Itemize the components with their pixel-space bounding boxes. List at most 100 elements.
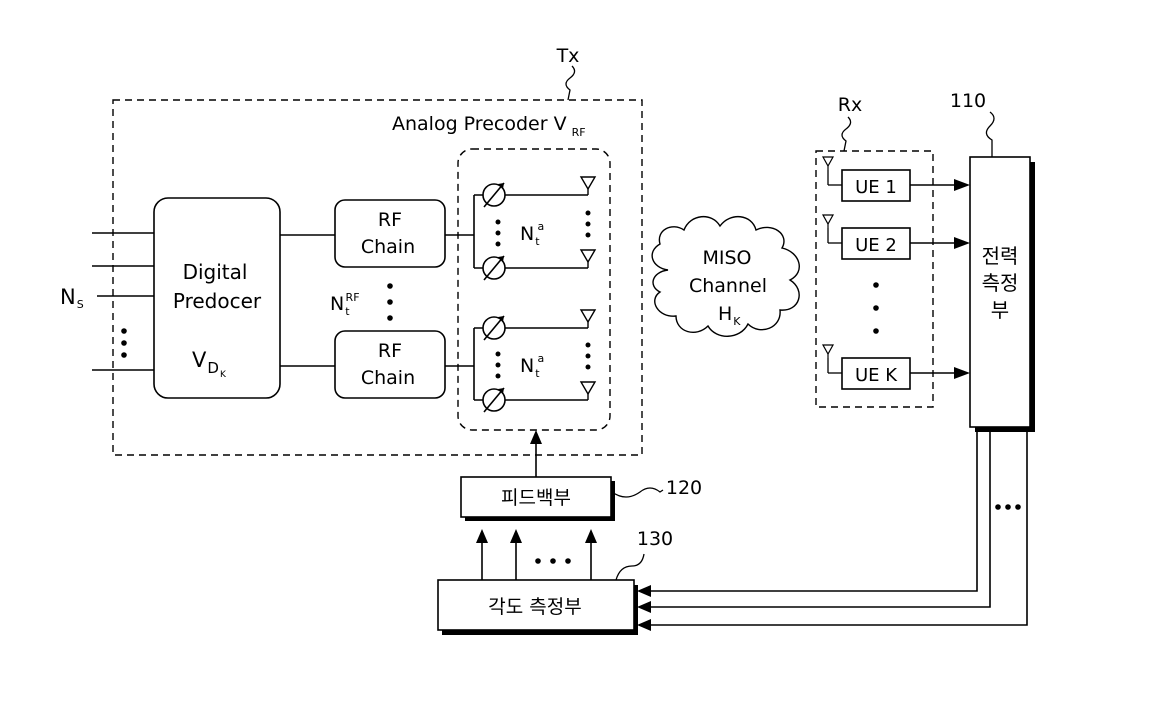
arrow-head	[954, 179, 970, 191]
antenna-icon	[822, 156, 834, 171]
digital-precoder-block: Digital Predocer VDK	[153, 197, 281, 399]
ellipsis-dot	[121, 352, 127, 358]
ellipsis-dot	[873, 282, 879, 288]
phase-shifter-enclosure	[457, 148, 611, 431]
ue-to-power-arrows	[910, 179, 970, 379]
return-line	[651, 432, 1028, 626]
phase-shifter-icon	[482, 182, 506, 208]
miso-label: MISO	[702, 247, 751, 269]
ns-inputs: NS	[60, 232, 154, 371]
ellipsis-dot	[121, 328, 127, 334]
arrow-head	[585, 529, 597, 543]
feedback-unit: 피드백부 120	[460, 430, 702, 521]
rf-chain-box	[334, 330, 446, 399]
digital-precoder-box	[153, 197, 281, 399]
power-unit-line2: 측정	[982, 271, 1019, 295]
angle-box	[437, 579, 635, 631]
ellipsis-dot	[535, 558, 541, 564]
rx-section: Rx UE 1 UE 2 UE K	[815, 94, 934, 408]
ref-110-leader	[985, 111, 995, 157]
angle-measurement-unit: 각도 측정부 130	[437, 528, 673, 635]
arrow-head	[637, 619, 651, 631]
ue1-label: UE 1	[855, 177, 897, 198]
arrow-head	[530, 430, 542, 444]
antenna-icon	[822, 214, 834, 229]
phase-shifter-icon	[482, 255, 506, 281]
nt-a-label: Nta	[520, 352, 544, 380]
return-line	[651, 427, 991, 608]
ellipsis-dot	[585, 232, 591, 238]
power-to-angle-lines	[637, 427, 1028, 631]
ellipsis-dot	[495, 373, 501, 379]
power-measurement-unit: 110 전력 측정 부	[950, 90, 1035, 432]
rf-chain-label-1: RF	[378, 209, 402, 231]
channel-label: Channel	[689, 275, 767, 297]
power-unit-line1: 전력	[982, 244, 1019, 268]
ref-130: 130	[637, 528, 673, 550]
rf-chain-box	[334, 199, 446, 268]
angle-to-feedback-arrows	[476, 529, 597, 580]
vdk-label: VDK	[192, 348, 227, 380]
antenna-icon	[580, 176, 596, 196]
ellipsis-dot	[585, 342, 591, 348]
ref-130-leader	[615, 553, 645, 581]
ellipsis-dot	[387, 283, 393, 289]
ref-120-leader	[611, 487, 664, 498]
ellipsis-dot	[1005, 504, 1011, 510]
feedback-box	[460, 476, 612, 518]
ue2-label: UE 2	[855, 235, 897, 256]
ellipsis-dot	[387, 299, 393, 305]
ellipsis-dot	[495, 219, 501, 225]
ellipsis-dot	[387, 315, 393, 321]
arrow-head	[637, 585, 651, 597]
phase-shifter-group-1: Nta	[445, 176, 596, 281]
phase-shifter-icon	[482, 387, 506, 413]
miso-channel: MISO Channel HK	[651, 216, 800, 337]
arrow-head	[954, 237, 970, 249]
uek-box	[841, 357, 911, 390]
rx-boundary	[815, 150, 934, 408]
rx-leader	[841, 116, 852, 152]
rf-chain-label-2: Chain	[361, 236, 415, 258]
arrow-head	[954, 367, 970, 379]
phase-shifter-icon	[482, 315, 506, 341]
antenna-icon	[822, 344, 834, 359]
predocer-label: Predocer	[173, 289, 262, 313]
power-unit-box	[969, 156, 1031, 428]
cloud-shape	[651, 216, 800, 337]
antenna-icon	[580, 381, 596, 401]
antenna-icon	[580, 309, 596, 329]
ellipsis-dot	[550, 558, 556, 564]
digital-label: Digital	[183, 260, 248, 284]
return-line	[651, 427, 978, 592]
ellipsis-dot	[585, 210, 591, 216]
power-unit-line3: 부	[991, 298, 1009, 322]
phase-shifter-group-2: Nta	[445, 309, 596, 413]
tx-boundary	[112, 99, 643, 456]
tx-label: Tx	[556, 45, 580, 67]
ellipsis-dot	[585, 353, 591, 359]
ellipsis-dot	[873, 305, 879, 311]
ue2-box	[841, 227, 911, 260]
arrow-head	[510, 529, 522, 543]
ellipsis-dot	[585, 221, 591, 227]
rf-chain-1: RF Chain	[334, 199, 446, 268]
ellipsis-dot	[585, 364, 591, 370]
rx-label: Rx	[838, 94, 862, 116]
ref-120: 120	[666, 477, 702, 499]
nt-rf-annotation: NtRF	[330, 283, 393, 321]
ellipsis-dot	[495, 241, 501, 247]
arrow-head	[476, 529, 488, 543]
ref-110: 110	[950, 90, 986, 112]
nt-a-label: Nta	[520, 220, 544, 248]
ellipsis-dot	[121, 340, 127, 346]
antenna-icon	[580, 249, 596, 269]
nt-rf-label: NtRF	[330, 291, 360, 318]
hk-label: HK	[718, 303, 741, 328]
ellipsis-dot	[495, 351, 501, 357]
arrow-head	[637, 601, 651, 613]
ellipsis-dot	[873, 328, 879, 334]
